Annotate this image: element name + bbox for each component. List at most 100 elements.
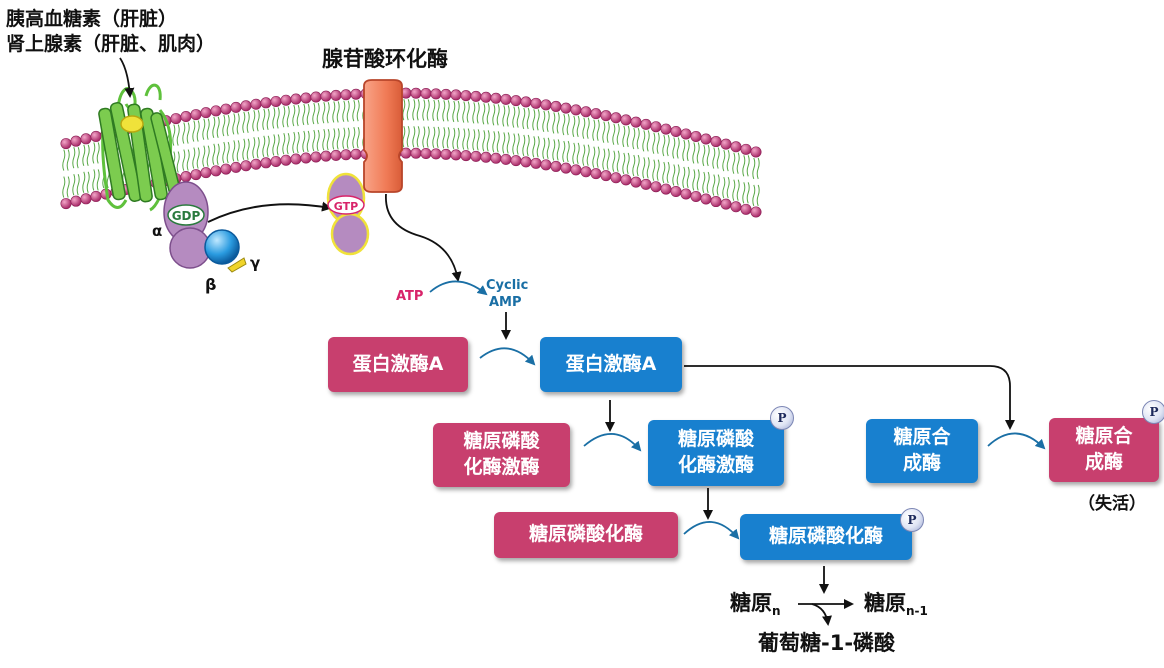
- adenylate-cyclase-icon: [363, 79, 403, 193]
- lipid-head: [520, 96, 532, 108]
- lipid-head: [270, 155, 282, 167]
- lipid-head: [310, 151, 322, 163]
- alpha-label: α: [152, 222, 162, 240]
- gp-inactive-box: 糖原磷酸化酶: [494, 512, 678, 558]
- lipid-head: [540, 159, 552, 171]
- pka-active-label: 蛋白激酶A: [565, 352, 657, 375]
- lipid-head: [90, 130, 102, 142]
- lipid-head: [210, 105, 222, 117]
- lipid-head: [240, 100, 252, 112]
- lipid-head: [480, 151, 492, 163]
- lipid-head: [350, 88, 362, 100]
- lipid-head: [640, 178, 652, 190]
- lipid-head: [690, 190, 702, 202]
- lipid-head: [490, 92, 502, 104]
- lipid-head: [630, 176, 642, 188]
- lipid-head: [250, 158, 262, 170]
- lipid-head: [200, 107, 212, 119]
- lipid-head: [410, 147, 422, 159]
- hormone-line-1: 胰高血糖素（肝脏）: [6, 8, 178, 30]
- lipid-head: [470, 150, 482, 162]
- lipid-head: [300, 152, 312, 164]
- gs-active-line-2: 成酶: [902, 452, 941, 474]
- lipid-head: [300, 92, 312, 104]
- lipid-head: [750, 206, 762, 218]
- lipid-head: [200, 167, 212, 179]
- lipid-head: [740, 143, 752, 155]
- beta-label: β: [205, 275, 216, 294]
- phk-active-line-2: 化酶激酶: [677, 454, 754, 476]
- lipid-head: [480, 91, 492, 103]
- lipid-head: [720, 198, 732, 210]
- glycogen-n-label: 糖原n: [730, 591, 781, 619]
- phk-inactive-line-1: 糖原磷酸: [463, 430, 540, 453]
- lipid-head: [590, 108, 602, 120]
- lipid-head: [610, 112, 622, 124]
- gs-inactive-line-2: 成酶: [1084, 451, 1123, 473]
- lipid-head: [520, 156, 532, 168]
- lipid-head: [320, 90, 332, 102]
- gp-active-box: 糖原磷酸化酶: [740, 514, 912, 560]
- lipid-head: [670, 185, 682, 197]
- lipid-head: [190, 109, 202, 121]
- atp-to-camp-arrow: [429, 280, 488, 296]
- lipid-head: [580, 106, 592, 118]
- pka-activation-arrow: [479, 347, 536, 366]
- lipid-head: [180, 111, 192, 123]
- lipid-head: [280, 94, 292, 106]
- lipid-head: [70, 135, 82, 147]
- lipid-head: [680, 128, 692, 140]
- lipid-head: [450, 149, 462, 161]
- adenylate-cyclase-label: 腺苷酸环化酶: [322, 47, 448, 71]
- lipid-head: [660, 123, 672, 135]
- lipid-head: [230, 101, 242, 113]
- lipid-head: [180, 171, 192, 183]
- gamma-label: γ: [250, 254, 260, 272]
- lipid-head: [680, 188, 692, 200]
- gp-inactive-label: 糖原磷酸化酶: [528, 523, 643, 546]
- lipid-head: [250, 98, 262, 110]
- lipid-head: [720, 138, 732, 150]
- lipid-head: [490, 152, 502, 164]
- g-protein-icon: [163, 181, 247, 273]
- lipid-head: [580, 166, 592, 178]
- lipid-head: [70, 195, 82, 207]
- lipid-head: [630, 116, 642, 128]
- lipid-head: [470, 90, 482, 102]
- inactive-note: （失活）: [1078, 494, 1146, 514]
- phk-active-box: 糖原磷酸 化酶激酶: [648, 420, 784, 486]
- lipid-head: [340, 149, 352, 161]
- atp-label: ATP: [396, 289, 423, 304]
- lipid-head: [650, 181, 662, 193]
- lipid-head: [560, 102, 572, 114]
- lipid-head: [320, 150, 332, 162]
- lipid-head: [570, 164, 582, 176]
- gp-active-label: 糖原磷酸化酶: [768, 525, 883, 548]
- lipid-head: [570, 104, 582, 116]
- lipid-head: [740, 203, 752, 215]
- lipid-head: [260, 97, 272, 109]
- pka-to-gs-arrow: [684, 365, 1015, 430]
- g-alpha-gtp-icon: [326, 172, 370, 256]
- lipid-head: [620, 174, 632, 186]
- lipid-head: [290, 93, 302, 105]
- phospho-badge-icon: P: [770, 406, 794, 430]
- amp-label: AMP: [489, 295, 522, 310]
- lipid-head: [330, 149, 342, 161]
- lipid-head: [510, 95, 522, 107]
- lipid-head: [420, 88, 432, 100]
- cyclase-to-camp-arrow: [385, 193, 462, 282]
- lipid-head: [550, 160, 562, 172]
- lipid-head: [670, 125, 682, 137]
- gs-inactive-box: 糖原合 成酶: [1049, 418, 1159, 482]
- lipid-head: [80, 193, 92, 205]
- g-alpha-activation-arrow: [207, 201, 332, 223]
- gs-inactive-line-1: 糖原合: [1075, 425, 1133, 448]
- lipid-head: [500, 93, 512, 105]
- phk-inactive-line-2: 化酶激酶: [463, 456, 540, 478]
- cyclic-label: Cyclic: [486, 278, 528, 293]
- lipid-head: [430, 148, 442, 160]
- glucose-1-phosphate-label: 葡萄糖-1-磷酸: [758, 631, 896, 655]
- lipid-head: [60, 138, 72, 150]
